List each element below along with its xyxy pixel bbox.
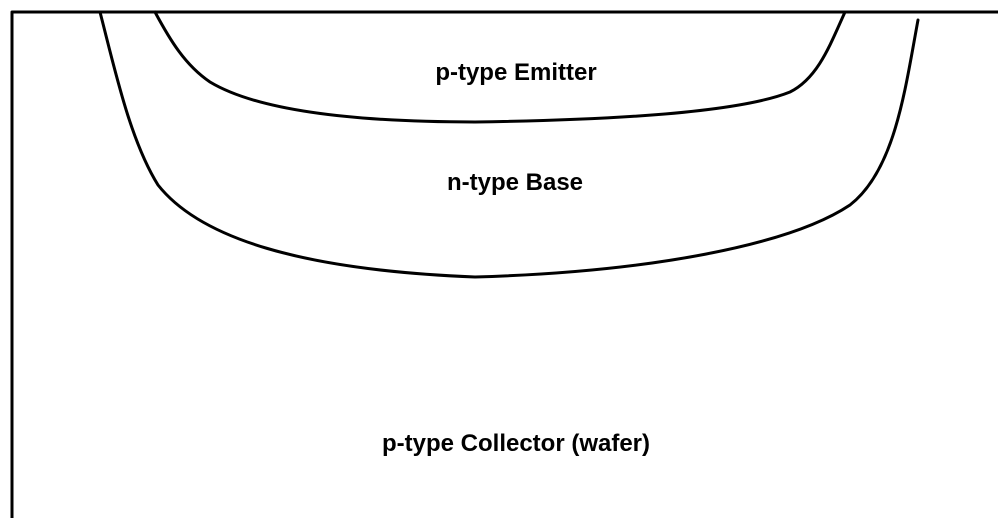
wafer-outline [10, 10, 998, 518]
collector-label: p-type Collector (wafer) [382, 430, 650, 457]
emitter-region-boundary [153, 10, 847, 124]
base-label: n-type Base [447, 169, 583, 196]
base-region-boundary [98, 10, 920, 279]
emitter-label: p-type Emitter [435, 59, 596, 86]
